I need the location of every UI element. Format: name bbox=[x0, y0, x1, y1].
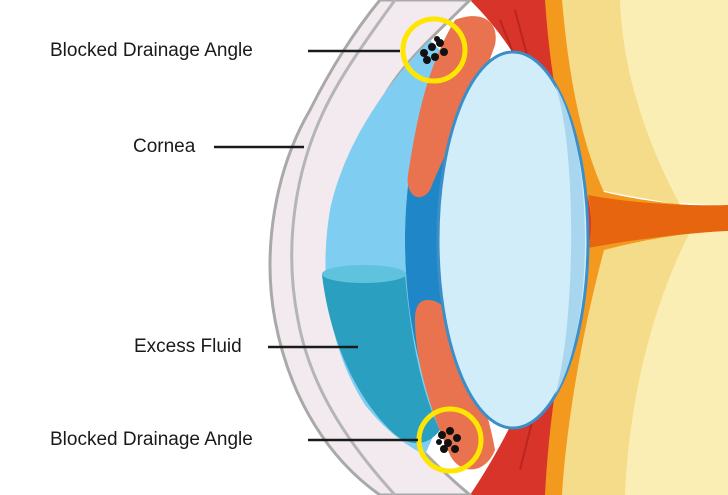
drainage-angle-ring-bottom bbox=[416, 406, 484, 474]
cornea-inner-line bbox=[290, 0, 397, 495]
retina-layer bbox=[540, 0, 728, 495]
iris-lower bbox=[415, 300, 495, 470]
optic-nerve bbox=[588, 195, 728, 248]
excess-fluid-region bbox=[322, 265, 440, 444]
lens-shading bbox=[555, 85, 585, 395]
fluid-surface bbox=[322, 265, 406, 283]
lens bbox=[436, 50, 590, 430]
label-blocked-drainage-angle-bottom: Blocked Drainage Angle bbox=[50, 429, 253, 450]
blockage-dots-bottom bbox=[436, 427, 461, 453]
drainage-angle-ring-top bbox=[400, 16, 468, 84]
iris-upper bbox=[407, 16, 496, 198]
vitreous-shading-lower bbox=[560, 232, 690, 495]
label-cornea: Cornea bbox=[133, 136, 196, 157]
blockage-dots-top bbox=[420, 36, 448, 64]
label-excess-fluid: Excess Fluid bbox=[134, 336, 242, 357]
vitreous-shading-upper bbox=[560, 0, 680, 205]
label-blocked-drainage-angle-top: Blocked Drainage Angle bbox=[50, 40, 253, 61]
